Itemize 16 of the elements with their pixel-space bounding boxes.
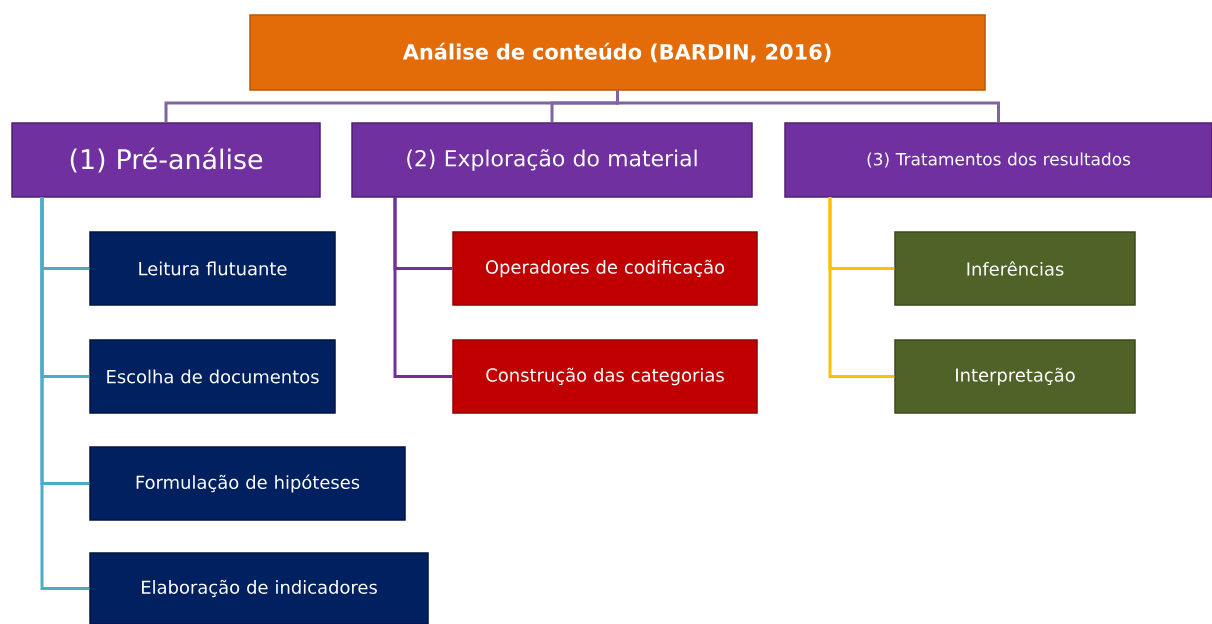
step-box: Leitura flutuante xyxy=(89,231,336,306)
connector-line xyxy=(393,197,453,378)
stage-box: (1) Pré-análise xyxy=(11,122,321,198)
step-box: Inferências xyxy=(894,231,1136,306)
step-box: Operadores de codificação xyxy=(452,231,758,306)
step-box: Interpretação xyxy=(894,339,1136,414)
step-box: Elaboração de indicadores xyxy=(89,552,429,624)
title-box: Análise de conteúdo (BARDIN, 2016) xyxy=(249,14,986,91)
step-box: Escolha de documentos xyxy=(89,339,336,414)
connector-line xyxy=(616,90,1000,123)
connector-line xyxy=(828,197,895,378)
stage-box: (3) Tratamentos dos resultados xyxy=(784,122,1212,198)
step-box: Formulação de hipóteses xyxy=(89,446,406,521)
stage-box: (2) Exploração do material xyxy=(351,122,753,198)
step-box: Construção das categorias xyxy=(452,339,758,414)
connector-line xyxy=(40,197,90,590)
